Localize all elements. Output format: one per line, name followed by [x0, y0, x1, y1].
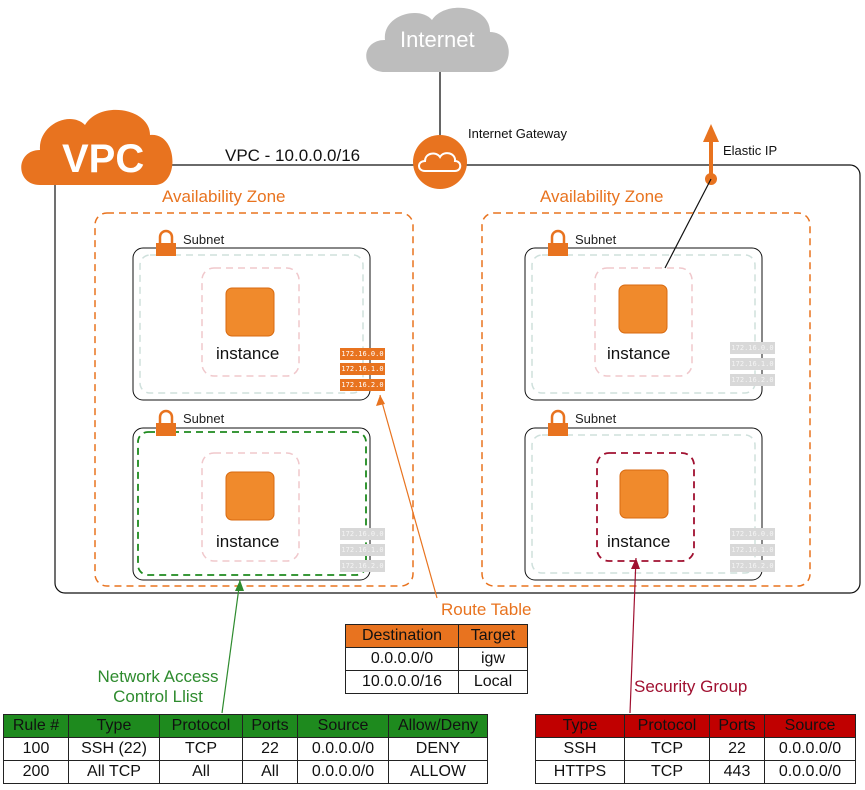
route-strip-entry: 172.16.2.0 — [340, 379, 385, 391]
route-strip-entry: 172.16.0.0 — [730, 342, 775, 354]
security-group-boundary — [596, 452, 695, 562]
subnet-label: Subnet — [183, 411, 225, 426]
nacl-header: Ports — [242, 714, 298, 738]
elastic-ip-link-line — [664, 178, 712, 269]
internet-gateway-icon — [413, 135, 467, 189]
instance-icon — [225, 287, 275, 337]
subnet-box-2 — [132, 427, 371, 581]
subnet-label: Subnet — [575, 411, 617, 426]
route-table: Destination Target 0.0.0.0/0 igw 10.0.0.… — [345, 624, 528, 694]
availability-zone-label: Availability Zone — [540, 187, 664, 206]
route-table-callout-line — [379, 394, 438, 599]
availability-zone-2 — [481, 212, 811, 587]
availability-zone-label: Availability Zone — [162, 187, 286, 206]
table-row: 200 All TCP All All 0.0.0.0/0 ALLOW — [3, 760, 488, 784]
nacl-header: Source — [297, 714, 389, 738]
nacl-header: Rule # — [3, 714, 69, 738]
security-group-callout-line — [629, 557, 637, 714]
vpc-cloud-icon — [21, 109, 173, 185]
nacl-header: Type — [68, 714, 160, 738]
route-strip-entry: 172.16.1.0 — [730, 358, 775, 370]
instance-label: instance — [216, 532, 280, 551]
instance-icon — [618, 284, 668, 334]
route-strip-entry: 172.16.2.0 — [340, 560, 385, 572]
instance-label: instance — [216, 344, 280, 363]
nacl-title: Network Access Control Llist — [97, 667, 219, 706]
lock-icon — [548, 229, 568, 256]
sg-header: Type — [535, 714, 625, 738]
table-row: SSH TCP 22 0.0.0.0/0 — [535, 737, 856, 761]
instance-label: instance — [607, 344, 671, 363]
instance-icon — [225, 471, 275, 521]
sg-header: Source — [764, 714, 856, 738]
route-table-title: Route Table — [441, 600, 532, 619]
route-table-header: Destination — [345, 624, 459, 648]
route-strip-entry: 172.16.1.0 — [730, 544, 775, 556]
elastic-ip-arrow-icon — [703, 124, 719, 185]
instance-label: instance — [607, 532, 671, 551]
route-strip-entry: 172.16.1.0 — [340, 363, 385, 375]
lock-icon — [156, 229, 176, 256]
table-row: 0.0.0.0/0 igw — [345, 647, 528, 671]
security-group-table: Type Protocol Ports Source SSH TCP 22 0.… — [535, 714, 856, 784]
subnet-box-3 — [524, 247, 763, 401]
vpc-cidr-label: VPC - 10.0.0.0/16 — [225, 146, 361, 165]
route-strip-entry: 172.16.0.0 — [340, 528, 385, 540]
nacl-table: Rule # Type Protocol Ports Source Allow/… — [3, 714, 488, 784]
table-row: HTTPS TCP 443 0.0.0.0/0 — [535, 760, 856, 784]
internet-gateway-label: Internet Gateway — [468, 126, 567, 141]
subnet-box-1 — [132, 247, 371, 401]
nacl-header: Allow/Deny — [388, 714, 488, 738]
sg-header: Protocol — [624, 714, 710, 738]
table-row: 100 SSH (22) TCP 22 0.0.0.0/0 DENY — [3, 737, 488, 761]
route-strip-entry: 172.16.0.0 — [730, 528, 775, 540]
subnet-label: Subnet — [183, 232, 225, 247]
route-strip-entry: 172.16.2.0 — [730, 374, 775, 386]
subnet-box-4 — [524, 427, 763, 581]
internet-cloud-icon — [366, 7, 509, 73]
route-strip-entry: 172.16.0.0 — [340, 348, 385, 360]
internet-label: Internet — [400, 27, 475, 52]
lock-icon — [156, 409, 176, 436]
vpc-badge-label: VPC — [62, 137, 145, 181]
availability-zone-1 — [94, 212, 414, 587]
nacl-header: Protocol — [159, 714, 243, 738]
security-group-title: Security Group — [634, 677, 748, 696]
route-table-header: Target — [458, 624, 528, 648]
route-strip-entry: 172.16.2.0 — [730, 560, 775, 572]
sg-header: Ports — [709, 714, 765, 738]
table-row: 10.0.0.0/16 Local — [345, 670, 528, 694]
elastic-ip-label: Elastic IP — [723, 143, 778, 158]
route-strip-entry: 172.16.1.0 — [340, 544, 385, 556]
subnet-label: Subnet — [575, 232, 617, 247]
instance-icon — [619, 469, 669, 519]
nacl-callout-line — [221, 579, 241, 714]
lock-icon — [548, 409, 568, 436]
